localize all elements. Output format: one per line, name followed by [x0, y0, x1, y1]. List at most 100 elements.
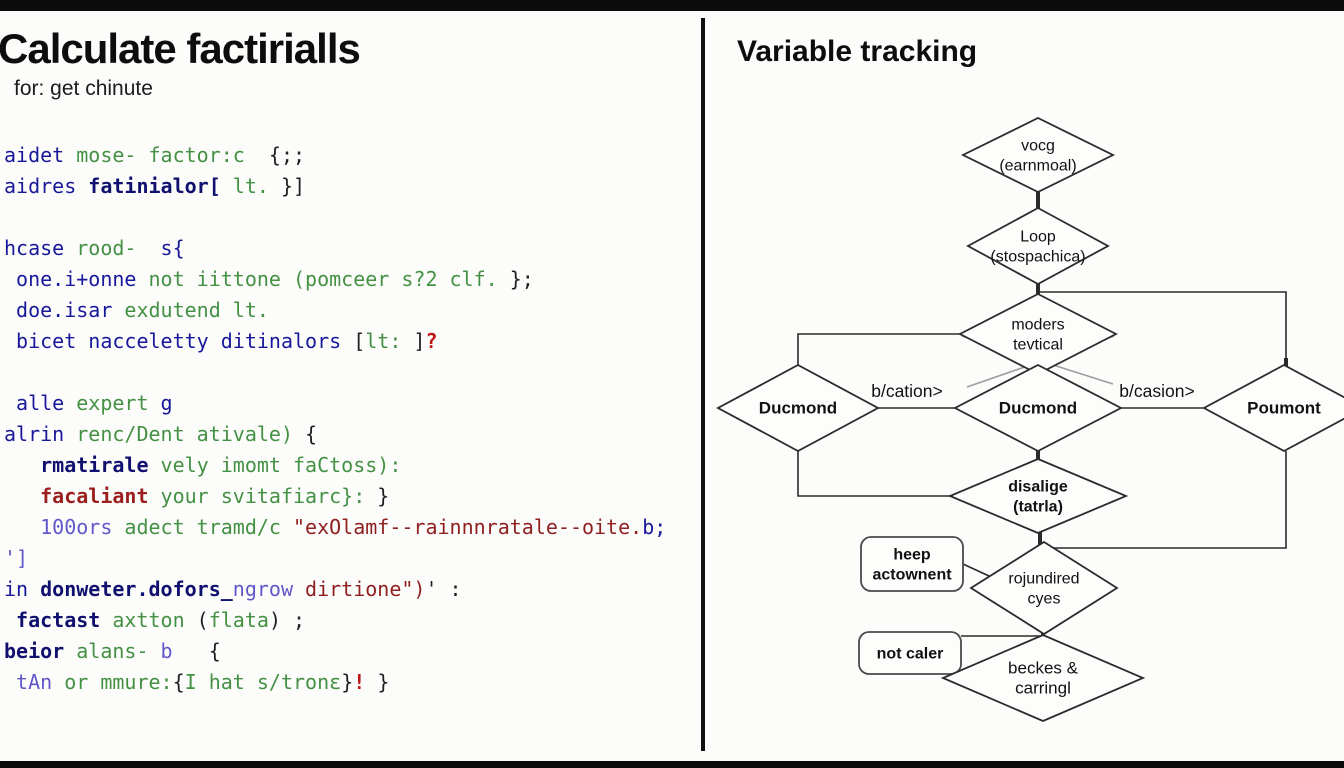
code-token: ) ;: [268, 608, 306, 632]
code-token: aidres: [4, 174, 77, 198]
code-token: {: [293, 422, 318, 446]
code-token: in: [4, 577, 29, 601]
flow-node-label: heep: [893, 547, 931, 564]
code-line: ']: [4, 543, 666, 574]
code-token: axtton: [100, 608, 185, 632]
code-line: bicet nacceletty ditinalors [lt: ]?: [4, 326, 666, 357]
code-line: doe.isar exdutend lt.: [4, 295, 666, 326]
flow-node-rojundired: [969, 540, 1119, 636]
code-token: ngrow: [232, 577, 294, 601]
flow-edge: [1038, 291, 1287, 362]
code-token: ?: [425, 329, 438, 353]
code-token: ' :: [425, 577, 462, 601]
flow-node-vocg: [960, 116, 1116, 194]
code-token: g: [148, 391, 173, 415]
flow-node-label: (earnmoal): [999, 158, 1076, 175]
code-token: }: [341, 670, 354, 694]
code-line: aidet mose- factor:c {;;: [4, 140, 666, 171]
top-border-bar: [0, 0, 1344, 11]
flow-node-poumont: [1202, 363, 1344, 453]
code-token: !: [353, 670, 366, 694]
code-token: }: [365, 484, 390, 508]
code-block: aidet mose- factor:c {;;aidres fatinialo…: [4, 140, 666, 698]
code-token: {: [172, 639, 221, 663]
panel-divider: [701, 18, 705, 751]
code-token: b: [148, 639, 173, 663]
code-token: exdutend lt.: [112, 298, 269, 322]
code-line: alrin renc/Dent ativale) {: [4, 419, 666, 450]
code-panel: Calculate factirialls for: get chinute a…: [0, 11, 701, 761]
code-token: ]: [401, 329, 426, 353]
code-token: s{: [136, 236, 185, 260]
flow-node-label: (stospachica): [990, 249, 1085, 266]
code-token: hcase: [4, 236, 65, 260]
code-line: aidres fatinialor[ lt. }]: [4, 171, 666, 202]
flow-node-label: not caler: [877, 646, 944, 663]
code-token: mose- factor:c: [64, 143, 245, 167]
flow-edge: [797, 451, 950, 497]
code-token: factast: [4, 608, 101, 632]
code-line: one.i+onne not iittone (pomceer s?2 clf.…: [4, 264, 666, 295]
code-token: flata: [208, 608, 269, 632]
code-token: your svitafiarc}:: [148, 484, 366, 508]
code-token: alrin: [4, 422, 65, 446]
flow-node-disalige: [947, 458, 1129, 534]
code-token: [: [341, 329, 366, 353]
code-line: tAn or mmure:{I hat s/tronɛ}! }: [4, 667, 666, 698]
flow-node-loop: [966, 206, 1110, 286]
flowchart-svg: vocg(earnmoal)Loop(stospachica)moderstev…: [716, 116, 1344, 722]
flow-node-label: rojundired: [1008, 571, 1079, 588]
code-line: [4, 202, 666, 233]
code-token: b;: [642, 515, 667, 539]
flow-edge-label: b/casion>: [1119, 381, 1194, 401]
code-token: expert: [64, 391, 149, 415]
flow-node-beckes: [940, 634, 1146, 722]
flow-node-label: Poumont: [1247, 399, 1321, 418]
code-line: [4, 357, 666, 388]
left-panel-title: Calculate factirialls: [0, 25, 361, 72]
code-token: vely imomt faCtoss):: [148, 453, 402, 477]
code-token: or mmure:: [52, 670, 173, 694]
code-token: ']: [4, 546, 29, 570]
flow-edge-label: b/cation>: [871, 381, 943, 401]
code-line: 100ors adect tramd/c "exOlamf--rainnnrat…: [4, 512, 666, 543]
flow-node-label: tevtical: [1013, 337, 1063, 354]
flow-node-label: vocg: [1021, 138, 1055, 155]
code-line: facaliant your svitafiarc}: }: [4, 481, 666, 512]
flow-node-moders: [958, 292, 1118, 376]
code-line: rmatirale vely imomt faCtoss):: [4, 450, 666, 481]
code-token: }]: [268, 174, 306, 198]
code-token: adect tramd/c: [112, 515, 281, 539]
code-token: rmatirale: [4, 453, 149, 477]
code-line: hcase rood- s{: [4, 233, 666, 264]
flowchart-panel: Variable tracking vocg(earnmoal)Loop(sto…: [705, 11, 1344, 761]
code-token: fatinialor[: [76, 174, 221, 198]
code-token: alans-: [64, 639, 149, 663]
flow-node-label: Ducmond: [759, 399, 837, 418]
code-token: facaliant: [4, 484, 149, 508]
code-token: one.i+onne: [4, 267, 137, 291]
flow-node-label: cyes: [1028, 591, 1061, 608]
flow-node-ducmond-left: [716, 363, 880, 453]
bottom-border-bar: [0, 761, 1344, 768]
flow-node-label: actownent: [872, 567, 952, 584]
code-token: donweter.dofors_: [28, 577, 233, 601]
flow-node-not-caler: [858, 631, 962, 675]
code-line: beior alans- b {: [4, 636, 666, 667]
flow-node-label: beckes &: [1008, 659, 1079, 678]
left-panel-subtitle: for: get chinute: [14, 77, 153, 100]
code-token: beior: [4, 639, 65, 663]
code-token: lt.: [220, 174, 269, 198]
code-token: {: [172, 670, 185, 694]
flow-node-label: disalige: [1008, 479, 1068, 496]
code-token: bicet nacceletty ditinalors: [4, 329, 342, 353]
flow-node-label: (tatrla): [1013, 499, 1063, 516]
code-token: lt:: [365, 329, 402, 353]
code-token: aidet: [4, 143, 65, 167]
flow-edge: [1046, 451, 1287, 549]
code-line: in donweter.dofors_ngrow dirtione")' :: [4, 574, 666, 605]
code-token: {;;: [244, 143, 306, 167]
code-token: I hat s/tronɛ: [184, 670, 342, 694]
code-token: };: [497, 267, 534, 291]
